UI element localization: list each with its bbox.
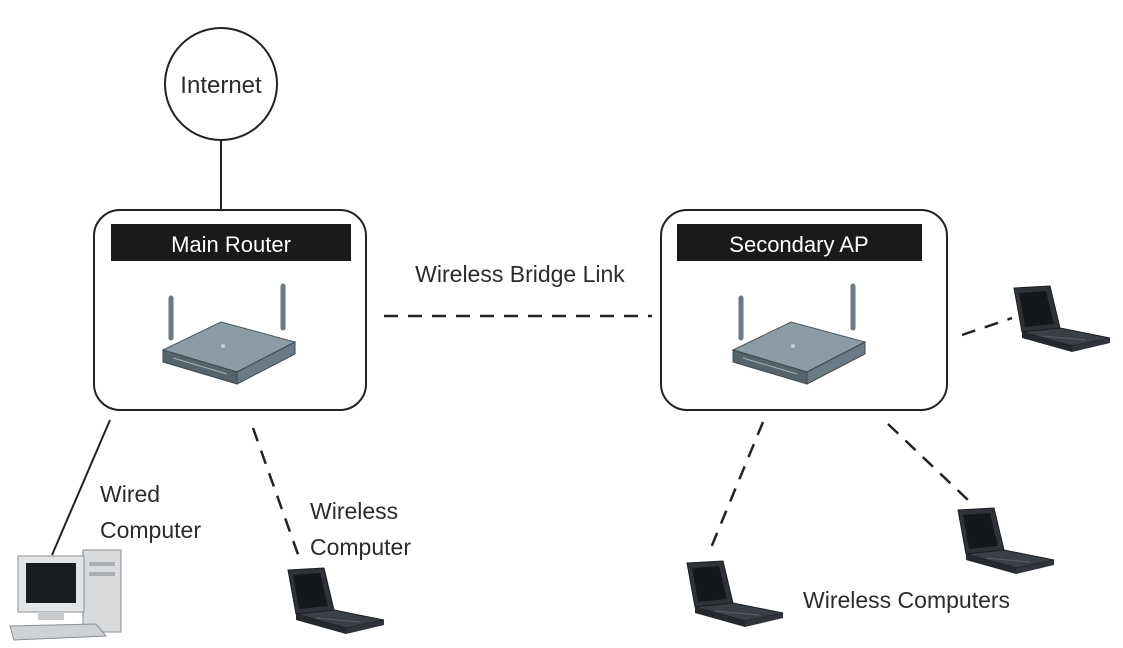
main-router-label: Main Router (171, 232, 291, 257)
wireless-computer-label-line2: Computer (310, 534, 411, 560)
internet-label: Internet (180, 72, 262, 99)
wireless-computer-label-line1: Wireless (310, 498, 398, 524)
ap-client-link-right (961, 316, 1013, 337)
ap-client-link-middle (887, 423, 969, 501)
wired-computer-label-line1: Wired (100, 481, 160, 507)
main-router-node: Main Router (93, 209, 367, 411)
bridge-link-label: Wireless Bridge Link (415, 261, 625, 287)
wired-link (51, 419, 111, 556)
desktop-computer-icon (9, 549, 122, 641)
ap-client-laptop-left-icon (686, 560, 784, 628)
wireless-computer-laptop-icon (287, 567, 385, 635)
ap-client-laptop-middle-icon (957, 507, 1055, 575)
main-router-header (111, 224, 351, 261)
secondary-ap-label: Secondary AP (729, 232, 868, 257)
wired-computer-label-line2: Computer (100, 517, 201, 543)
wireless-computers-label: Wireless Computers (803, 587, 1010, 613)
secondary-ap-header (677, 224, 922, 261)
ap-client-link-left (706, 421, 765, 556)
secondary-ap-node: Secondary AP (660, 209, 948, 411)
wireless-computer-link (251, 427, 302, 561)
internet-node: Internet (164, 27, 278, 141)
ap-client-laptop-right-icon (1013, 285, 1111, 353)
